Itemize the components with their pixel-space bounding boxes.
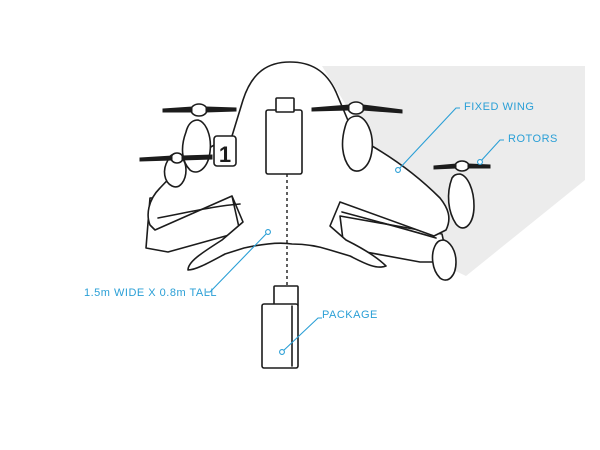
lower-right-rotor-nacelle — [431, 239, 457, 281]
right-wingtip-rotor-blade-right — [467, 163, 491, 169]
fixed-wing-label: FIXED WING — [464, 101, 535, 113]
dimensions-label: 1.5m WIDE X 0.8m TALL — [84, 287, 217, 299]
rotors-leader — [479, 139, 504, 163]
package-box — [261, 303, 299, 369]
left-rear-rotor-blade-right — [181, 154, 213, 161]
package-top — [273, 285, 299, 307]
package-label: PACKAGE — [322, 309, 378, 321]
dimensions-dot — [265, 229, 271, 235]
left-rear-rotor-hub — [170, 152, 184, 164]
right-top-rotor-hub — [347, 101, 365, 115]
package-leader — [281, 317, 322, 353]
right-top-rotor-blade-right — [362, 104, 403, 114]
number-marking: 1 — [219, 142, 231, 167]
left-front-rotor-hub — [190, 103, 208, 117]
left-wing-seam — [157, 203, 241, 219]
rotors-label: ROTORS — [508, 133, 558, 145]
shadow-plane — [322, 66, 585, 276]
right-wingtip-rotor-blade-left — [433, 163, 457, 170]
dimensions-leader — [206, 231, 269, 293]
rotors-dot — [477, 159, 483, 165]
left-front-rotor-blade-left — [162, 106, 193, 113]
left-front-rotor-blade-right — [205, 106, 237, 113]
left-rear-rotor-blade-left — [139, 155, 173, 162]
package-dot — [279, 349, 285, 355]
right-wingtip-rotor-nacelle — [447, 173, 475, 229]
right-wingtip-rotor-hub — [454, 160, 470, 172]
number-marking-plate — [213, 135, 237, 167]
fuselage-hatch-cap — [275, 97, 295, 113]
left-front-rotor-nacelle — [181, 119, 212, 173]
fixed-wing-dot — [395, 167, 401, 173]
right-top-rotor-blade-left — [311, 104, 350, 112]
right-top-rotor-nacelle — [341, 115, 374, 172]
fixed-wing-leader — [397, 107, 460, 171]
right-wing-seam — [341, 211, 437, 239]
fuselage-hatch — [265, 109, 303, 175]
